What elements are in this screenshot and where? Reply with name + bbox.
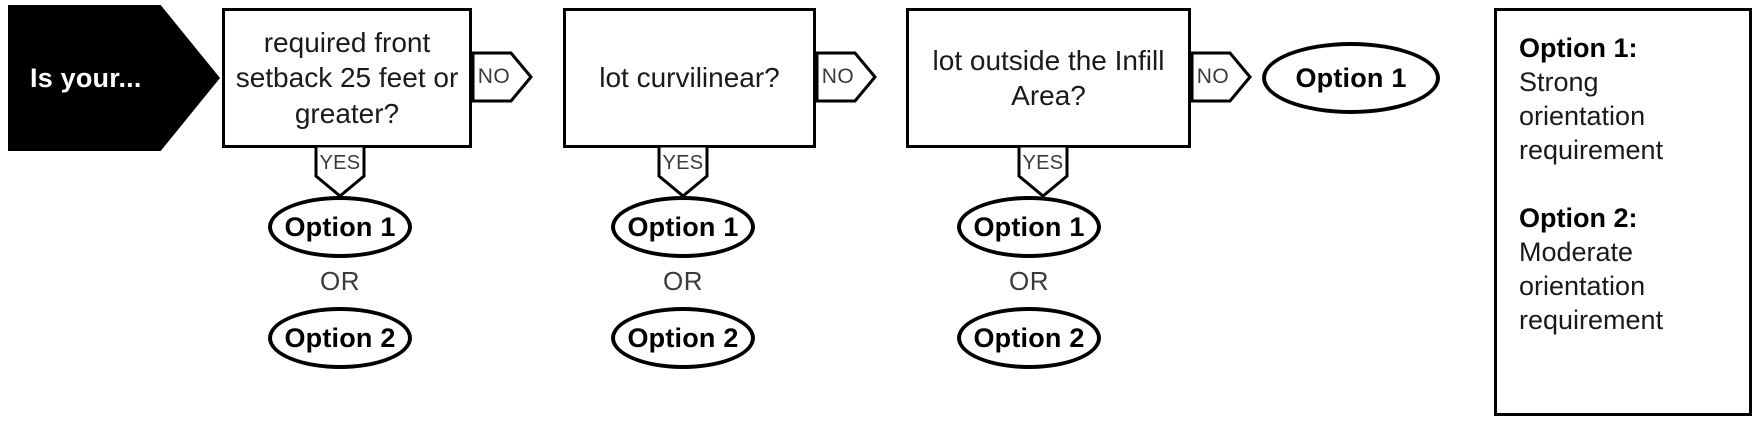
or-label-2-text: OR — [663, 266, 703, 296]
yes-connector-1-label: YES — [319, 151, 361, 174]
yes-connector-3: YES — [1017, 146, 1069, 198]
legend-entry-option1-title: Option 1: — [1519, 33, 1638, 63]
legend-entry-option2-title: Option 2: — [1519, 203, 1638, 234]
outcome-oval-3-option1[interactable]: Option 1 — [957, 196, 1101, 258]
outcome-oval-2-option2[interactable]: Option 2 — [611, 307, 755, 369]
legend-entry-option1: Option 1: Strong orientation requirement — [1519, 31, 1731, 167]
final-outcome-label: Option 1 — [1295, 62, 1407, 93]
decision-box-3-label: lot outside the Infill Area? — [932, 44, 1165, 111]
decision-box-1[interactable]: required front setback 25 feet or greate… — [222, 8, 472, 148]
outcome-oval-1-option1[interactable]: Option 1 — [268, 196, 412, 258]
legend-entry-option2-description: Moderate orientation requirement — [1519, 237, 1664, 335]
no-connector-3: NO — [1190, 51, 1252, 103]
or-label-1-text: OR — [320, 266, 360, 296]
start-banner: Is your... — [8, 5, 220, 151]
legend-panel: Option 1: Strong orientation requirement… — [1494, 8, 1752, 416]
outcome-oval-3-option2[interactable]: Option 2 — [957, 307, 1101, 369]
or-label-2: OR — [611, 266, 755, 297]
no-connector-1-label: NO — [477, 65, 511, 88]
start-banner-label: Is your... — [30, 62, 142, 93]
legend-entry-option2: Option 2: Moderate orientation requireme… — [1519, 201, 1731, 337]
no-connector-3-label: NO — [1196, 65, 1230, 88]
outcome-oval-1-option2-label: Option 2 — [284, 322, 396, 353]
decision-box-3[interactable]: lot outside the Infill Area? — [906, 8, 1191, 148]
no-connector-2-label: NO — [821, 65, 855, 88]
outcome-oval-3-option1-label: Option 1 — [973, 211, 1085, 242]
decision-box-2[interactable]: lot curvilinear? — [563, 8, 816, 148]
outcome-oval-3-option2-label: Option 2 — [973, 322, 1085, 353]
outcome-oval-2-option1[interactable]: Option 1 — [611, 196, 755, 258]
outcome-oval-2-option2-label: Option 2 — [627, 322, 739, 353]
no-connector-1: NO — [471, 51, 533, 103]
or-label-3: OR — [957, 266, 1101, 297]
legend-entry-option1-description: Strong orientation requirement — [1519, 67, 1664, 165]
outcome-oval-1-option1-label: Option 1 — [284, 211, 396, 242]
outcome-oval-2-option1-label: Option 1 — [627, 211, 739, 242]
or-label-3-text: OR — [1009, 266, 1049, 296]
yes-connector-2: YES — [657, 146, 709, 198]
final-outcome-oval[interactable]: Option 1 — [1262, 42, 1440, 114]
outcome-oval-1-option2[interactable]: Option 2 — [268, 307, 412, 369]
no-connector-2: NO — [815, 51, 877, 103]
or-label-1: OR — [268, 266, 412, 297]
yes-connector-2-label: YES — [662, 151, 704, 174]
yes-connector-1: YES — [314, 146, 366, 198]
decision-box-1-label: required front setback 25 feet or greate… — [235, 27, 459, 129]
decision-box-2-label: lot curvilinear? — [599, 62, 780, 94]
yes-connector-3-label: YES — [1022, 151, 1064, 174]
